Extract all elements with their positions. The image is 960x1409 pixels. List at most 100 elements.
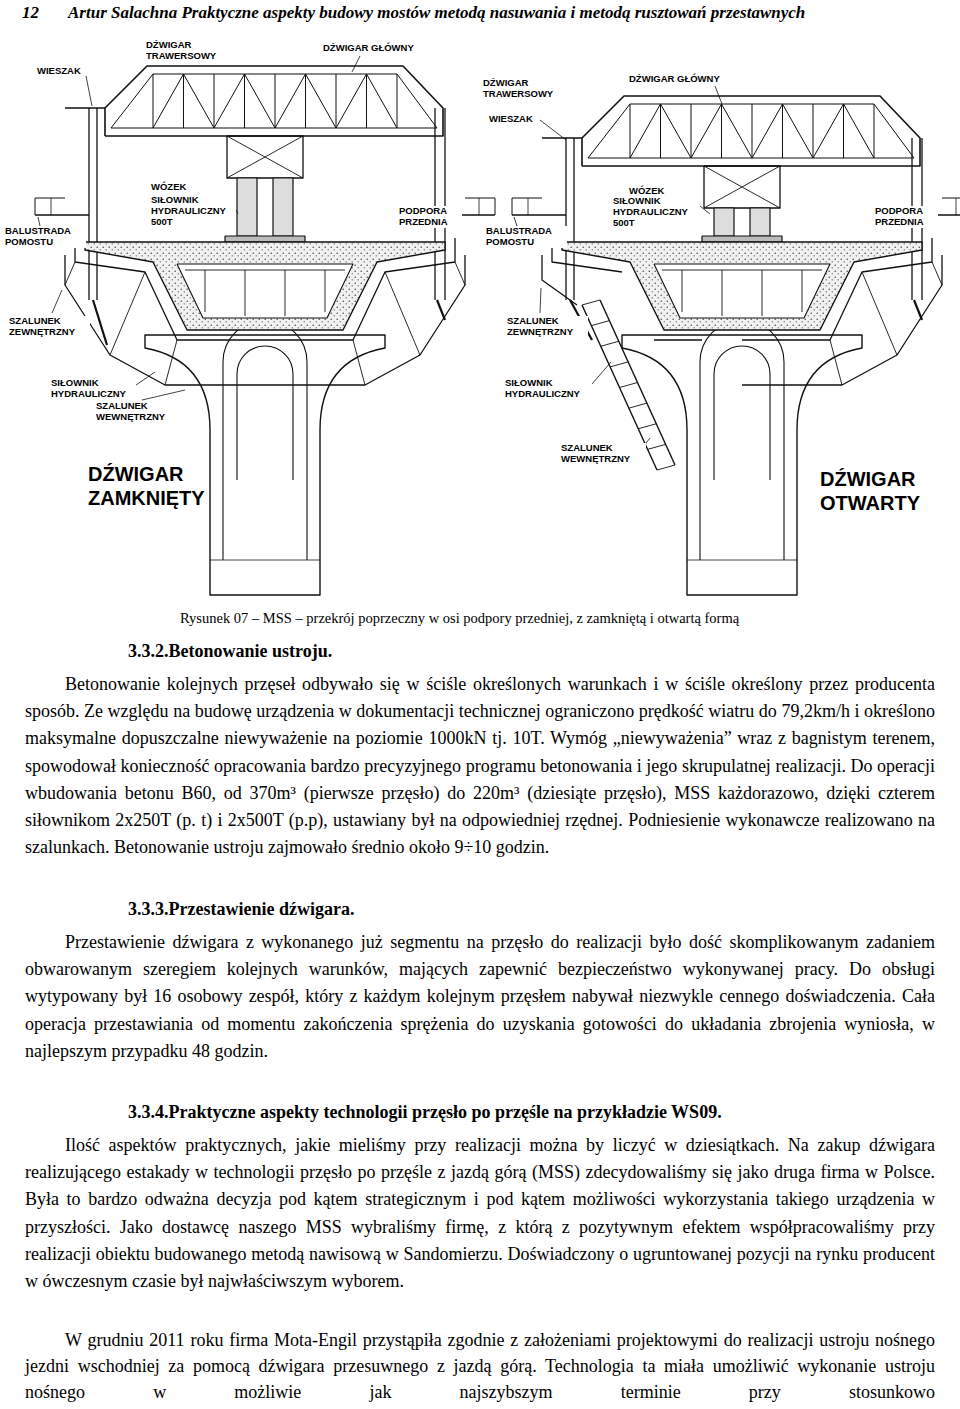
part-label: SIŁOWNIK HYDRAULICZNY [50,378,136,400]
box-void [654,264,830,318]
support-column [444,108,445,300]
railing [942,198,960,199]
formwork-strut [165,340,177,385]
leader-line [142,390,185,400]
leader-line [38,217,40,226]
formwork-strut [862,272,897,355]
truss-member [366,74,367,128]
running-header: Artur Salachna Praktyczne aspekty budowy… [68,3,805,23]
truss-member [752,104,783,158]
inner-formwork [682,270,683,312]
truss-member [813,104,844,158]
outer-formwork [75,238,265,340]
railing [479,198,480,215]
part-label: BALUSTRADA POMOSTU [4,226,86,248]
leader-line [540,288,541,313]
hydraulic-cylinder [914,300,922,320]
truss-member [752,104,753,158]
platform [512,214,566,216]
truss-member [184,74,215,128]
leader-line [592,362,611,384]
railing [512,198,542,199]
part-label: SZALUNEK ZEWNĘTRZNY [506,316,588,338]
body-paragraph: W grudniu 2011 roku firma Mota-Engil prz… [25,1327,935,1405]
formwork-frame [742,255,942,385]
formwork-strut [830,340,842,385]
panel-rib [620,383,638,388]
carriage [227,136,303,178]
hanger-beam [542,137,582,138]
section-heading: 3.3.4.Praktyczne aspekty technologii prz… [128,1102,722,1123]
formwork-frame [65,255,265,385]
formwork-frame [265,255,465,385]
truss-member [843,104,844,158]
formwork-strut [932,262,942,285]
outer-formwork [654,339,702,340]
railing [495,198,496,215]
truss-member [783,104,814,158]
truss-member [275,74,276,128]
pier-arch [700,320,784,560]
view-title: DŹWIGAR OTWARTY [820,467,950,515]
truss-member [336,74,367,128]
railing [35,198,36,215]
part-label: WIESZAK [36,66,82,77]
box-void [177,264,353,318]
section-view [35,66,495,595]
truss-member [782,104,783,158]
part-label: PODPORA PRZEDNIA [874,206,938,228]
panel-rib [591,321,609,326]
leader-line [700,206,710,214]
truss-member [691,104,692,158]
pier-arch [714,346,770,480]
formwork-strut [353,340,365,385]
hydraulic-jack [714,208,734,236]
leader-lines [38,56,722,447]
part-label: SZALUNEK WEWNĘTRZNY [95,401,181,423]
truss-chord [588,158,914,159]
part-label: SIŁOWNIK HYDRAULICZNY 500T [612,196,698,229]
pier-arch [237,346,293,480]
truss-member [305,74,306,128]
truss-chord [111,128,437,129]
inner-formwork [245,270,246,316]
carriage-brace [704,166,780,208]
part-label: SIŁOWNIK HYDRAULICZNY 500T [150,195,236,228]
truss-member [244,74,245,128]
truss-member [214,74,215,128]
hydraulic-jack [237,178,257,236]
hydraulic-jack [750,208,770,236]
inner-formwork [662,270,822,271]
carriage [704,166,780,208]
inner-formwork [802,270,803,312]
formwork-frame [542,255,577,305]
panel-rib [648,444,666,449]
part-label: BALUSTRADA POMOSTU [485,226,567,248]
leader-line [52,290,62,313]
truss-member [214,74,245,128]
truss-member [111,74,153,128]
carriage-brace [704,166,780,208]
inner-formwork [205,270,206,312]
hanger-beam [65,107,105,108]
railing [512,198,513,215]
truss-member [588,104,630,158]
railing [528,198,529,215]
truss-member [691,104,722,158]
hydraulic-cylinder [93,300,107,345]
part-label: DŹWIGAR GŁÓWNY [628,74,721,85]
platform [35,214,89,216]
panel-rib [657,465,675,470]
truss-member [275,74,306,128]
truss-member [661,104,692,158]
part-label: SIŁOWNIK HYDRAULICZNY [504,378,590,400]
panel-rib [601,341,619,346]
part-label: SZALUNEK WEWNĘTRZNY [560,443,646,465]
truss-member [660,104,661,158]
leader-line [86,76,92,106]
formwork-strut [110,272,145,355]
section-view [512,96,960,595]
view-title: DŹWIGAR ZAMKNIĘTY [88,462,208,510]
panel-rib [582,300,600,305]
panel-rib [610,362,628,367]
